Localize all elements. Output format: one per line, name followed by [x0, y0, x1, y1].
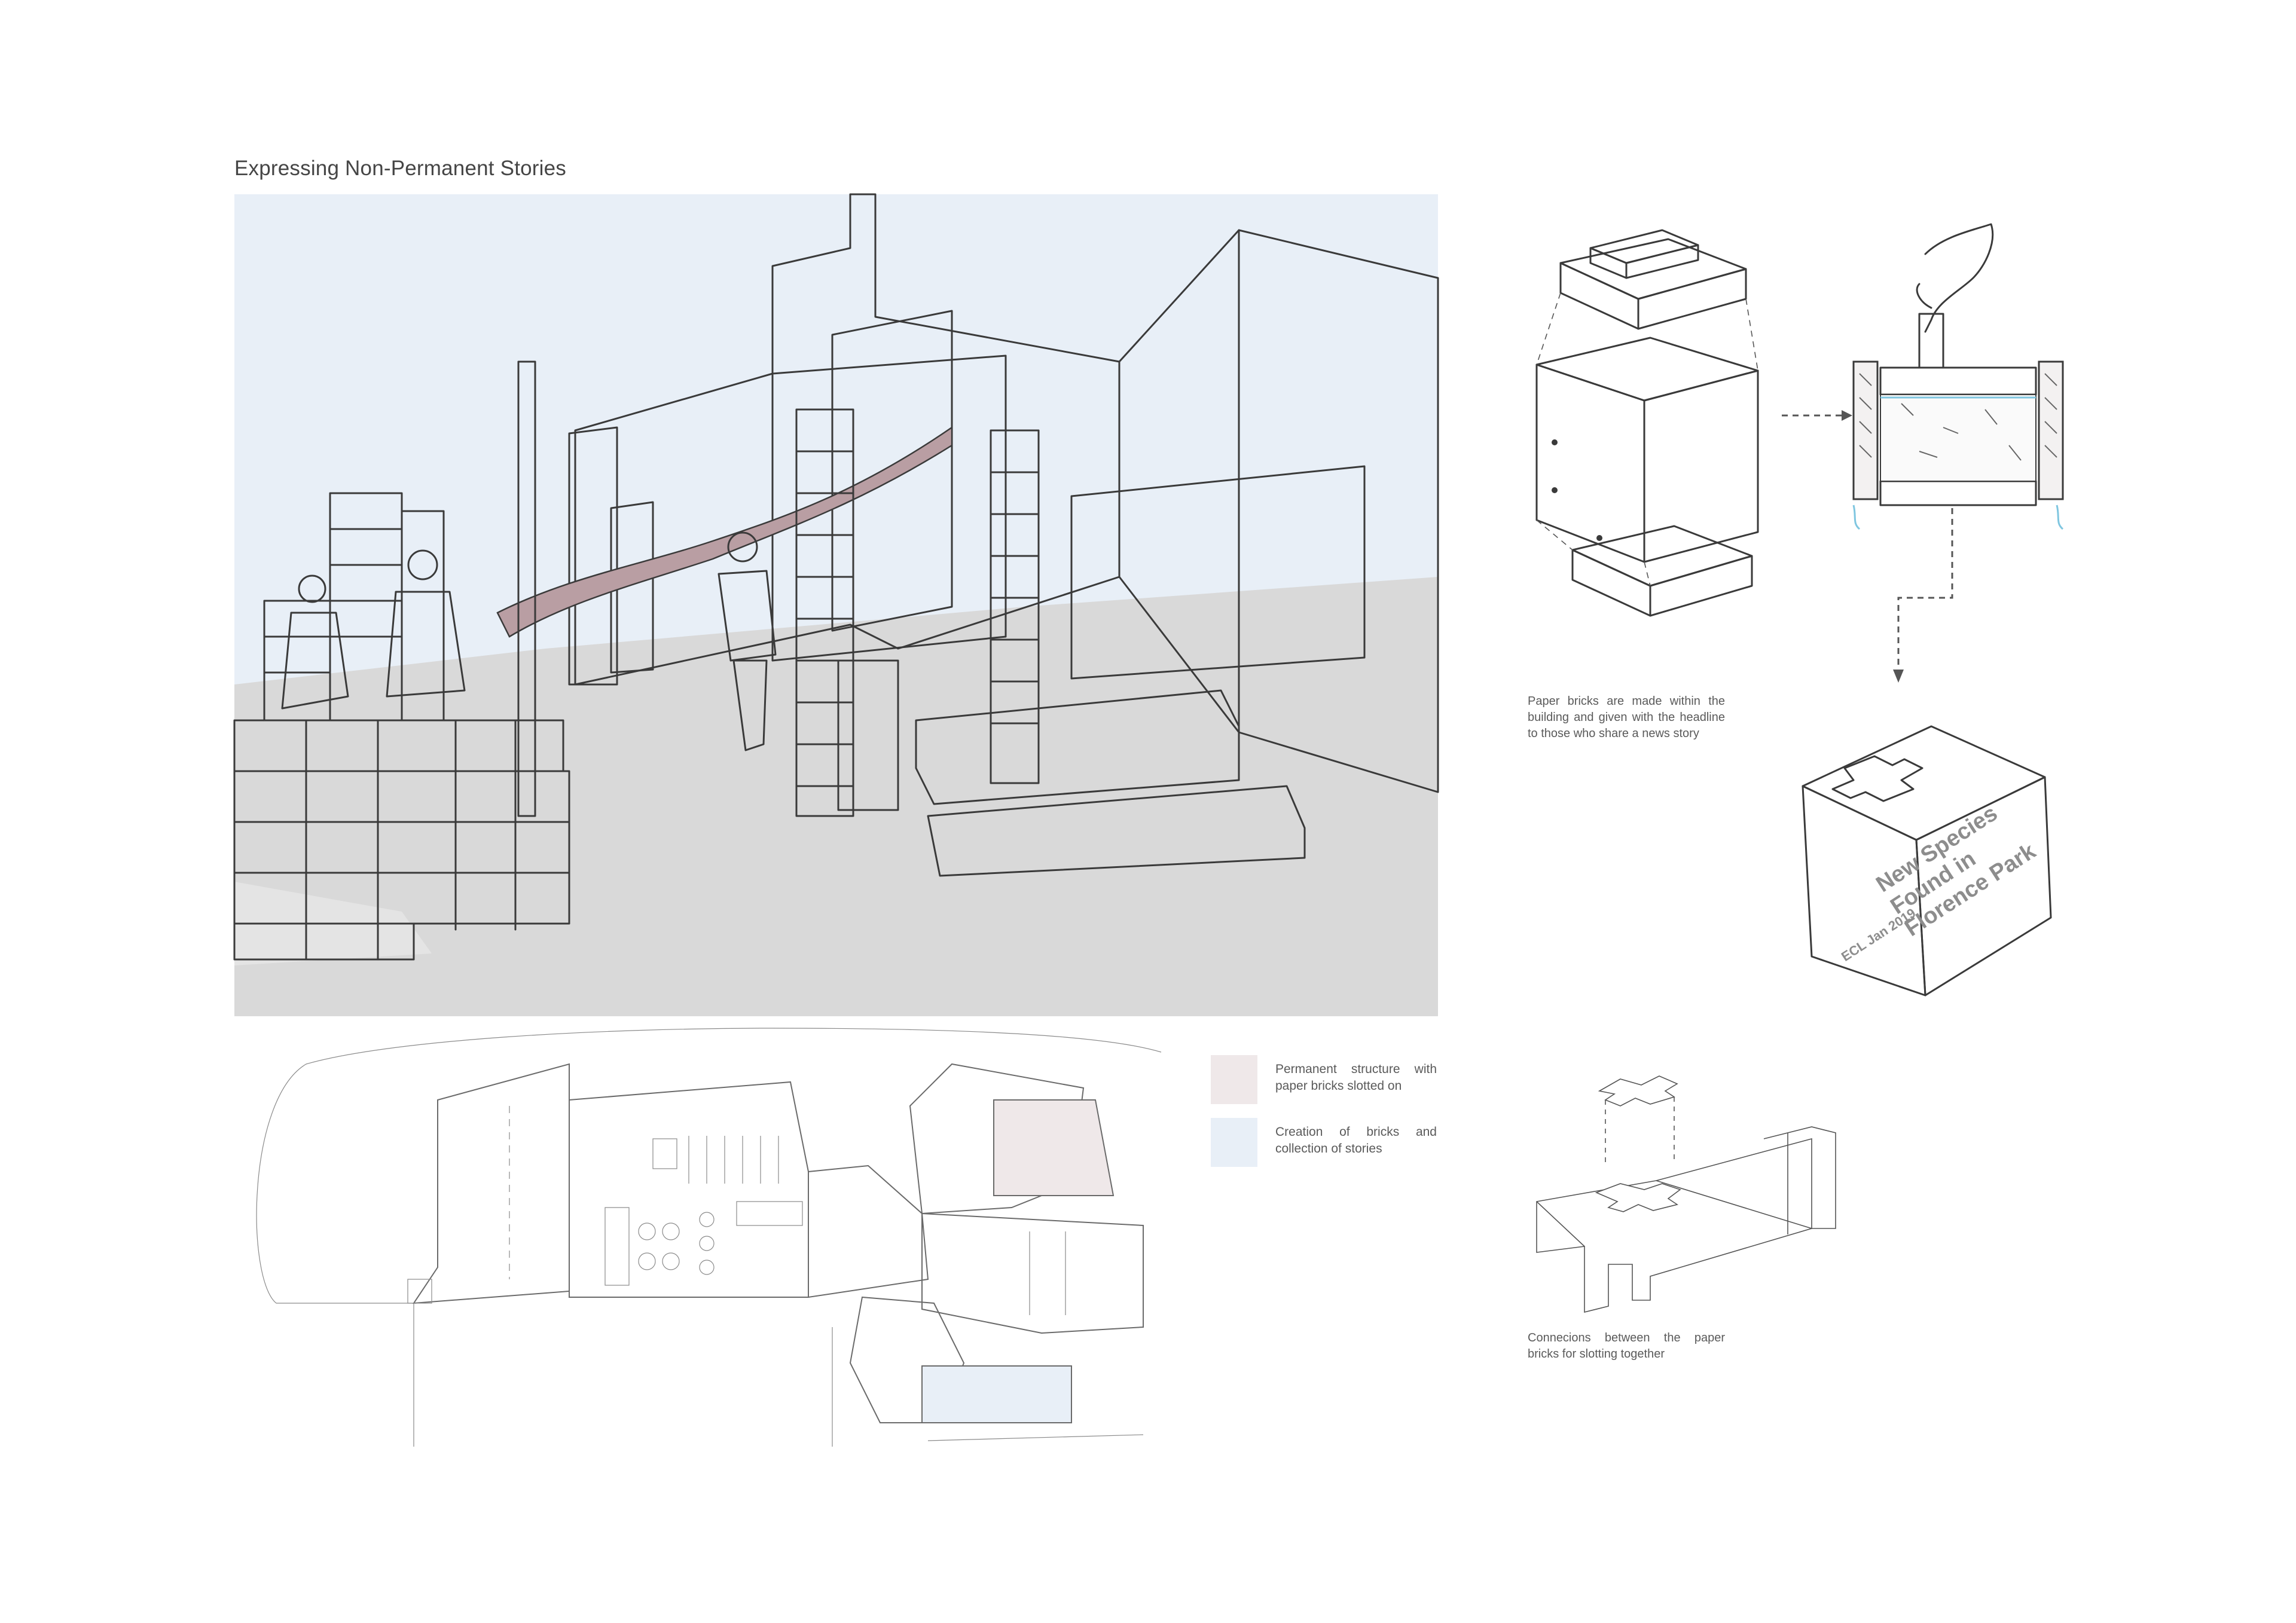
floor-plan: [256, 1028, 1162, 1447]
caption-connections: Connecions between the paper bricks for …: [1528, 1331, 1725, 1361]
caption-brick-making: Paper bricks are made within the buildin…: [1528, 695, 1725, 740]
timber-post: [517, 360, 536, 817]
legend-label-permanent: Permanent structure with paper bricks sl…: [1275, 1062, 1437, 1093]
story-ribbon: [496, 426, 953, 638]
pink-doorway: [831, 310, 953, 632]
legend-swatch-permanent: [1211, 1055, 1257, 1104]
plan-creation-zone: [921, 1365, 1072, 1423]
arrow-right-icon: [1782, 410, 1852, 421]
site-outline: [256, 1028, 1162, 1304]
page-title: Expressing Non-Permanent Stories: [234, 157, 566, 180]
brick-connection-sketch: [1536, 1075, 1836, 1313]
brick-column-center: [795, 408, 854, 817]
legend-label-creation: Creation of bricks and collection of sto…: [1275, 1125, 1437, 1156]
people-figures: [281, 531, 777, 751]
pink-panel: [1070, 465, 1366, 680]
finished-paper-brick: New Species Found in Florence Park ECL J…: [1788, 693, 2057, 1004]
perspective-illustration: [233, 193, 1439, 1016]
hand-icon: [1916, 223, 1994, 333]
brick-column-right: [990, 429, 1040, 784]
legend-swatch-creation: [1211, 1118, 1257, 1167]
back-wall: [574, 193, 1120, 686]
exploded-brick-mould: [1535, 229, 1759, 617]
brick-press-section: [1852, 223, 2064, 530]
plan-permanent-zone: [993, 1099, 1115, 1196]
arrow-down-icon: [1893, 508, 1953, 683]
bench: [915, 689, 1240, 805]
